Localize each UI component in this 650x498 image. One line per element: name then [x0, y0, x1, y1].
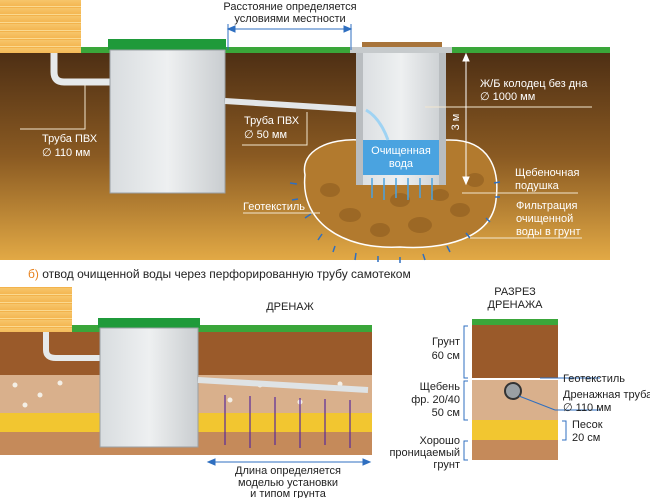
distance-label: Расстояние определяется	[223, 1, 356, 13]
svg-text:∅ 1000 мм: ∅ 1000 мм	[480, 91, 535, 103]
pipe50-label: Труба ПВХ	[244, 115, 300, 127]
svg-text:условиями местности: условиями местности	[234, 13, 345, 25]
svg-text:фр. 20/40: фр. 20/40	[411, 394, 460, 406]
pvc-pipe	[43, 332, 100, 361]
top-scheme: Расстояние определяется условиями местно…	[0, 0, 610, 263]
drainage-scheme: ДРЕНАЖ Длина определяется моделью устано…	[0, 287, 372, 498]
svg-text:20 см: 20 см	[572, 432, 600, 444]
gravel-cushion-label: Щебеночная	[515, 167, 579, 179]
pipe110-label: Труба ПВХ	[42, 133, 98, 145]
house-wall	[0, 287, 72, 332]
sand-label: Песок	[572, 419, 603, 431]
svg-text:∅ 110 мм: ∅ 110 мм	[42, 147, 90, 159]
distance-arrow	[226, 24, 353, 50]
filtration-label: Фильтрация	[516, 200, 578, 212]
leader-line	[20, 85, 86, 130]
perforated-pipe	[197, 377, 369, 393]
house-wall	[0, 0, 81, 53]
tank-lid	[98, 318, 200, 328]
pvc-pipe-50	[224, 98, 367, 113]
svg-text:подушка: подушка	[515, 180, 560, 192]
well-lid	[362, 42, 442, 47]
svg-text:грунт: грунт	[433, 459, 460, 471]
depth-label: 3 м	[450, 114, 462, 131]
drainage-section: РАЗРЕЗ ДРЕНАЖА Грунт 60 см Щебень фр. 20…	[389, 286, 650, 471]
grass	[72, 325, 372, 332]
svg-text:воды в грунт: воды в грунт	[516, 226, 581, 238]
leader-line	[242, 112, 308, 146]
soil-label: Грунт	[432, 336, 460, 348]
septic-tank	[99, 327, 199, 448]
well-label: Ж/Б колодец без дна	[480, 78, 588, 90]
ground-label: Хорошо	[419, 435, 460, 447]
svg-text:очищенной: очищенной	[516, 213, 573, 225]
svg-text:проницаемый: проницаемый	[389, 447, 460, 459]
svg-text:∅ 50 мм: ∅ 50 мм	[244, 129, 287, 141]
svg-text:60 см: 60 см	[432, 350, 460, 362]
well-cap	[350, 47, 452, 53]
septic-tank	[109, 49, 226, 194]
drain-pipe-section	[504, 382, 522, 400]
svg-text:ДРЕНАЖА: ДРЕНАЖА	[488, 299, 544, 311]
gravel-label: Щебень	[420, 381, 461, 393]
drain-pipe-label: Дренажная труба	[563, 389, 650, 401]
clean-water	[363, 140, 439, 175]
svg-text:вода: вода	[389, 158, 414, 170]
section-sand	[472, 420, 558, 440]
section-title: РАЗРЕЗ	[494, 286, 536, 298]
brackets	[463, 325, 600, 461]
grass	[472, 319, 558, 325]
water-label: Очищенная	[371, 145, 431, 157]
svg-text:и типом грунта: и типом грунта	[250, 488, 327, 498]
caption: б) отвод очищенной воды через перфориров…	[28, 267, 411, 281]
water-stream	[365, 108, 390, 141]
section-geotextile-label: Геотекстиль	[563, 373, 625, 385]
svg-text:50 см: 50 см	[432, 407, 460, 419]
length-arrow	[206, 458, 372, 466]
section-soil	[472, 325, 558, 378]
section-ground	[472, 440, 558, 460]
pvc-pipe-110	[50, 53, 110, 86]
depth-arrow	[462, 52, 470, 186]
geotextile-label: Геотекстиль	[243, 201, 305, 213]
soil	[0, 53, 610, 260]
drainage-title: ДРЕНАЖ	[266, 301, 314, 313]
grass	[81, 47, 610, 53]
svg-text:моделью установки: моделью установки	[238, 477, 338, 489]
length-label: Длина определяется	[235, 465, 341, 477]
svg-text:∅ 110 мм: ∅ 110 мм	[563, 402, 611, 414]
tank-lid	[108, 39, 226, 50]
